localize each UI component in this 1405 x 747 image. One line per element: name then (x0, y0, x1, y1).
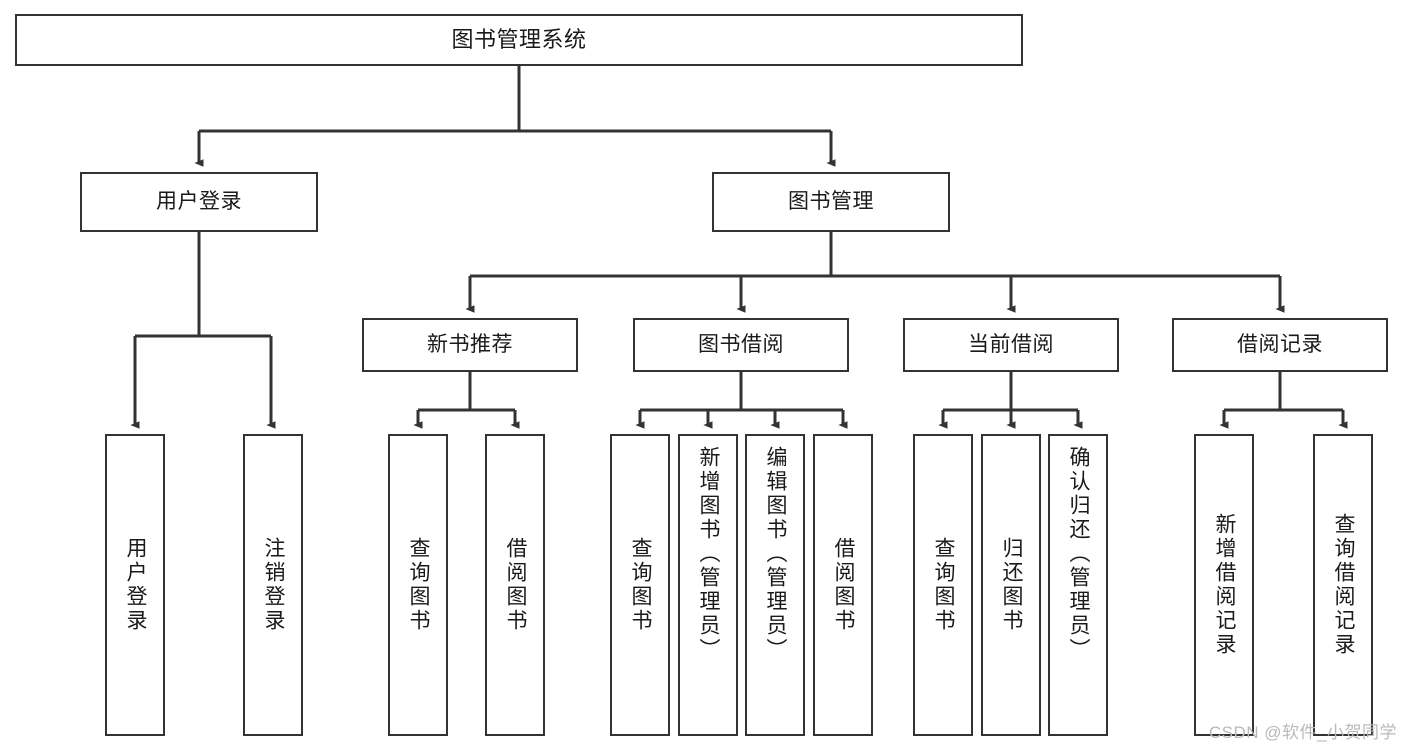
node-leaf-add-record-label: 新增借阅记录 (1213, 513, 1237, 657)
node-leaf-return-book-label: 归还图书 (1000, 537, 1024, 633)
node-leaf-query-record[interactable]: 查询借阅记录 (1313, 434, 1373, 736)
node-book-manage[interactable]: 图书管理 (712, 172, 950, 232)
leaf-text-wrap: 注销登录 (245, 446, 301, 724)
node-book-borrow[interactable]: 图书借阅 (633, 318, 849, 372)
node-leaf-logout[interactable]: 注销登录 (243, 434, 303, 736)
node-user-login[interactable]: 用户登录 (80, 172, 318, 232)
watermark-text: CSDN @软件_小贺同学 (1208, 723, 1397, 742)
node-current-borrow-label: 当前借阅 (968, 333, 1054, 357)
node-leaf-query-record-label: 查询借阅记录 (1332, 513, 1356, 657)
node-new-book-recommend[interactable]: 新书推荐 (362, 318, 578, 372)
node-leaf-logout-label: 注销登录 (262, 537, 286, 633)
node-leaf-add-book-label: 新增图书（管理员） (697, 446, 721, 662)
leaf-text-wrap: 查询借阅记录 (1315, 446, 1371, 724)
node-user-login-label: 用户登录 (156, 190, 242, 214)
leaf-text-wrap: 用户登录 (107, 446, 163, 724)
node-root-label: 图书管理系统 (451, 26, 587, 52)
node-new-book-recommend-label: 新书推荐 (427, 333, 513, 357)
node-leaf-query-book-1-label: 查询图书 (407, 537, 431, 633)
leaf-text-wrap: 查询图书 (915, 446, 971, 724)
node-current-borrow[interactable]: 当前借阅 (903, 318, 1119, 372)
node-leaf-query-book-3[interactable]: 查询图书 (913, 434, 973, 736)
node-leaf-confirm-return[interactable]: 确认归还（管理员） (1048, 434, 1108, 736)
leaf-text-wrap: 新增图书（管理员） (680, 446, 736, 724)
node-book-manage-label: 图书管理 (788, 190, 874, 214)
leaf-text-wrap: 归还图书 (983, 446, 1039, 724)
leaf-text-wrap: 确认归还（管理员） (1050, 446, 1106, 724)
node-leaf-query-book-1[interactable]: 查询图书 (388, 434, 448, 736)
node-leaf-add-book[interactable]: 新增图书（管理员） (678, 434, 738, 736)
node-leaf-user-login-label: 用户登录 (124, 537, 148, 633)
node-leaf-borrow-book-1[interactable]: 借阅图书 (485, 434, 545, 736)
leaf-text-wrap: 借阅图书 (487, 446, 543, 724)
node-leaf-borrow-book-2[interactable]: 借阅图书 (813, 434, 873, 736)
node-leaf-confirm-return-label: 确认归还（管理员） (1067, 446, 1091, 662)
leaf-text-wrap: 借阅图书 (815, 446, 871, 724)
node-book-borrow-label: 图书借阅 (698, 333, 784, 357)
node-leaf-edit-book[interactable]: 编辑图书（管理员） (745, 434, 805, 736)
node-leaf-user-login[interactable]: 用户登录 (105, 434, 165, 736)
leaf-text-wrap: 编辑图书（管理员） (747, 446, 803, 724)
node-leaf-edit-book-label: 编辑图书（管理员） (764, 446, 788, 662)
leaf-text-wrap: 新增借阅记录 (1196, 446, 1252, 724)
leaf-text-wrap: 查询图书 (612, 446, 668, 724)
node-leaf-add-record[interactable]: 新增借阅记录 (1194, 434, 1254, 736)
node-leaf-borrow-book-2-label: 借阅图书 (832, 537, 856, 633)
node-leaf-query-book-3-label: 查询图书 (932, 537, 956, 633)
node-root[interactable]: 图书管理系统 (15, 14, 1023, 66)
leaf-text-wrap: 查询图书 (390, 446, 446, 724)
node-leaf-borrow-book-1-label: 借阅图书 (504, 537, 528, 633)
node-borrow-record[interactable]: 借阅记录 (1172, 318, 1388, 372)
node-leaf-query-book-2-label: 查询图书 (629, 537, 653, 633)
node-leaf-return-book[interactable]: 归还图书 (981, 434, 1041, 736)
node-borrow-record-label: 借阅记录 (1237, 333, 1323, 357)
node-leaf-query-book-2[interactable]: 查询图书 (610, 434, 670, 736)
